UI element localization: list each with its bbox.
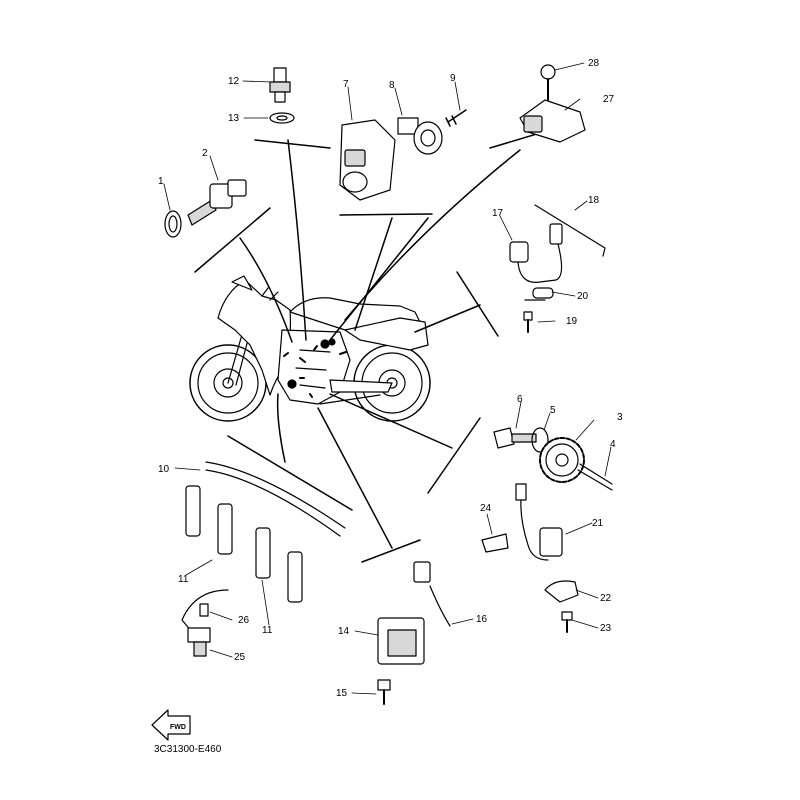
- leader-lines: [194, 129, 551, 563]
- callout-4: 4: [610, 439, 616, 450]
- callout-13: 13: [228, 113, 240, 124]
- callout-28: 28: [588, 58, 600, 69]
- callout-9: 9: [450, 73, 456, 84]
- fwd-label: FWD: [170, 724, 186, 731]
- callout-labels: 1 2 3 4 5 6 7 8 9 10 11 11 12 13 14 15 1…: [154, 58, 623, 755]
- callout-14: 14: [338, 626, 350, 637]
- callout-20: 20: [577, 291, 589, 302]
- part-6-bolt: [493, 427, 537, 449]
- callout-10: 10: [158, 464, 170, 475]
- callout-leaders: [163, 62, 612, 695]
- part-25-26-sensor: [181, 589, 229, 657]
- part-7-bracket: [339, 119, 396, 201]
- callout-18: 18: [588, 195, 600, 206]
- callout-1: 1: [158, 176, 164, 187]
- callout-7: 7: [343, 79, 349, 90]
- diagram-code: 3C31300-E460: [154, 744, 222, 755]
- callout-3: 3: [617, 412, 623, 423]
- part-28-screw: [540, 64, 556, 101]
- callout-12: 12: [228, 76, 240, 87]
- part-4-shaft: [577, 463, 613, 491]
- callout-21: 21: [592, 518, 604, 529]
- callout-16: 16: [476, 614, 488, 625]
- callout-6: 6: [517, 394, 523, 405]
- part-8-sensor: [397, 117, 443, 155]
- callout-27: 27: [603, 94, 615, 105]
- part-17-18-20-sensor-assembly: [509, 204, 606, 301]
- motorcycle-illustration: [189, 275, 431, 422]
- part-15-bolt: [377, 679, 391, 705]
- part-27-map-sensor: [519, 99, 586, 143]
- part-22-bracket: [544, 580, 579, 603]
- callout-24: 24: [480, 503, 492, 514]
- callout-17: 17: [492, 208, 504, 219]
- callout-23: 23: [600, 623, 612, 634]
- part-13-washer: [269, 112, 295, 124]
- callout-11a: 11: [178, 574, 189, 585]
- callout-5: 5: [550, 405, 556, 416]
- part-9-screw: [445, 109, 467, 127]
- part-24-clip: [481, 533, 509, 553]
- part-3-sprocket: [539, 437, 585, 483]
- fwd-arrow-icon: FWD: [151, 709, 191, 741]
- part-14-16-relay: [377, 561, 451, 665]
- part-12-switch: [269, 67, 291, 103]
- part-21-sensor: [515, 483, 563, 561]
- part-23-bolt: [561, 611, 573, 633]
- callout-26: 26: [238, 615, 250, 626]
- part-5-washer: [531, 427, 549, 453]
- part-1-gasket: [164, 210, 182, 238]
- callout-15: 15: [336, 688, 348, 699]
- part-10-harness-and-coils: [185, 461, 346, 603]
- callout-19: 19: [566, 316, 578, 327]
- callout-22: 22: [600, 593, 612, 604]
- callout-8: 8: [389, 80, 395, 91]
- part-19-bolt: [523, 311, 533, 333]
- callout-25: 25: [234, 652, 246, 663]
- part-2-temperature-sensor: [187, 179, 247, 226]
- callout-2: 2: [202, 148, 208, 159]
- callout-11b: 11: [262, 625, 273, 636]
